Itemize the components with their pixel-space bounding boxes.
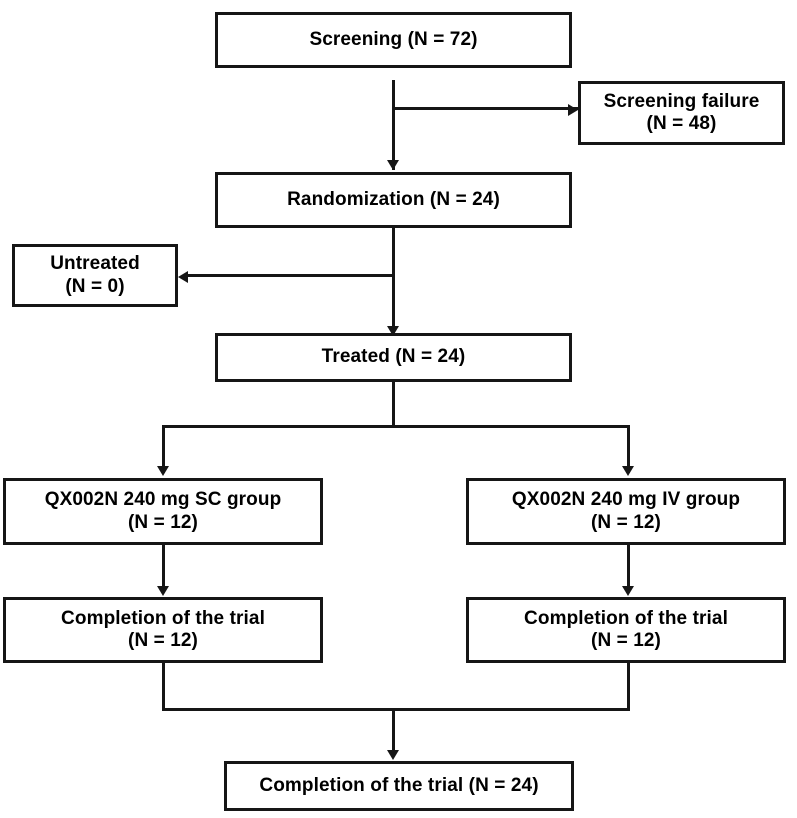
node-iv-group[interactable]: QX002N 240 mg IV group (N = 12): [466, 478, 786, 545]
node-screening[interactable]: Screening (N = 72): [215, 12, 572, 68]
connector-merge-to-total-completion: [392, 708, 395, 754]
connector-screening-to-randomization: [392, 80, 395, 170]
node-screening-failure-label: Screening failure (N = 48): [603, 90, 760, 134]
node-sc-completion[interactable]: Completion of the trial (N = 12): [3, 597, 323, 663]
node-treated-label: Treated (N = 24): [321, 346, 466, 368]
node-iv-completion-label: Completion of the trial (N = 12): [524, 607, 728, 651]
node-randomization-label: Randomization (N = 24): [287, 188, 500, 210]
arrowhead-iv-group: [622, 466, 634, 476]
node-untreated[interactable]: Untreated (N = 0): [12, 244, 178, 307]
connector-treated-to-split: [392, 382, 395, 428]
node-screening-failure[interactable]: Screening failure (N = 48): [578, 81, 785, 145]
split-bus-right-drop: [627, 425, 630, 473]
arrowhead-total-completion: [387, 750, 399, 760]
connector-to-screening-failure: [392, 107, 578, 110]
node-sc-group-label: QX002N 240 mg SC group (N = 12): [44, 489, 282, 533]
split-bus-horizontal: [162, 425, 630, 428]
arrowhead-screening-failure: [568, 104, 578, 116]
node-sc-completion-label: Completion of the trial (N = 12): [61, 607, 265, 651]
node-sc-group[interactable]: QX002N 240 mg SC group (N = 12): [3, 478, 323, 545]
connector-sc-group-to-completion: [162, 545, 165, 591]
node-total-completion-label: Completion of the trial (N = 24): [259, 774, 539, 796]
arrowhead-sc-completion: [157, 586, 169, 596]
node-untreated-label: Untreated (N = 0): [50, 253, 140, 297]
arrowhead-sc-group: [157, 466, 169, 476]
connector-iv-group-to-completion: [627, 545, 630, 591]
node-iv-group-label: QX002N 240 mg IV group (N = 12): [511, 489, 741, 533]
node-screening-label: Screening (N = 72): [309, 28, 478, 50]
split-bus-left-drop: [162, 425, 165, 473]
merge-bus-left-riser: [162, 663, 165, 711]
node-randomization[interactable]: Randomization (N = 24): [215, 172, 572, 228]
node-iv-completion[interactable]: Completion of the trial (N = 12): [466, 597, 786, 663]
connector-randomization-to-treated: [392, 228, 395, 338]
arrowhead-treated: [387, 326, 399, 336]
node-total-completion[interactable]: Completion of the trial (N = 24): [224, 761, 574, 811]
node-treated[interactable]: Treated (N = 24): [215, 333, 572, 382]
connector-to-untreated: [188, 274, 394, 277]
arrowhead-untreated: [178, 271, 188, 283]
arrowhead-randomization: [387, 160, 399, 170]
merge-bus-horizontal: [162, 708, 630, 711]
arrowhead-iv-completion: [622, 586, 634, 596]
merge-bus-right-riser: [627, 663, 630, 711]
